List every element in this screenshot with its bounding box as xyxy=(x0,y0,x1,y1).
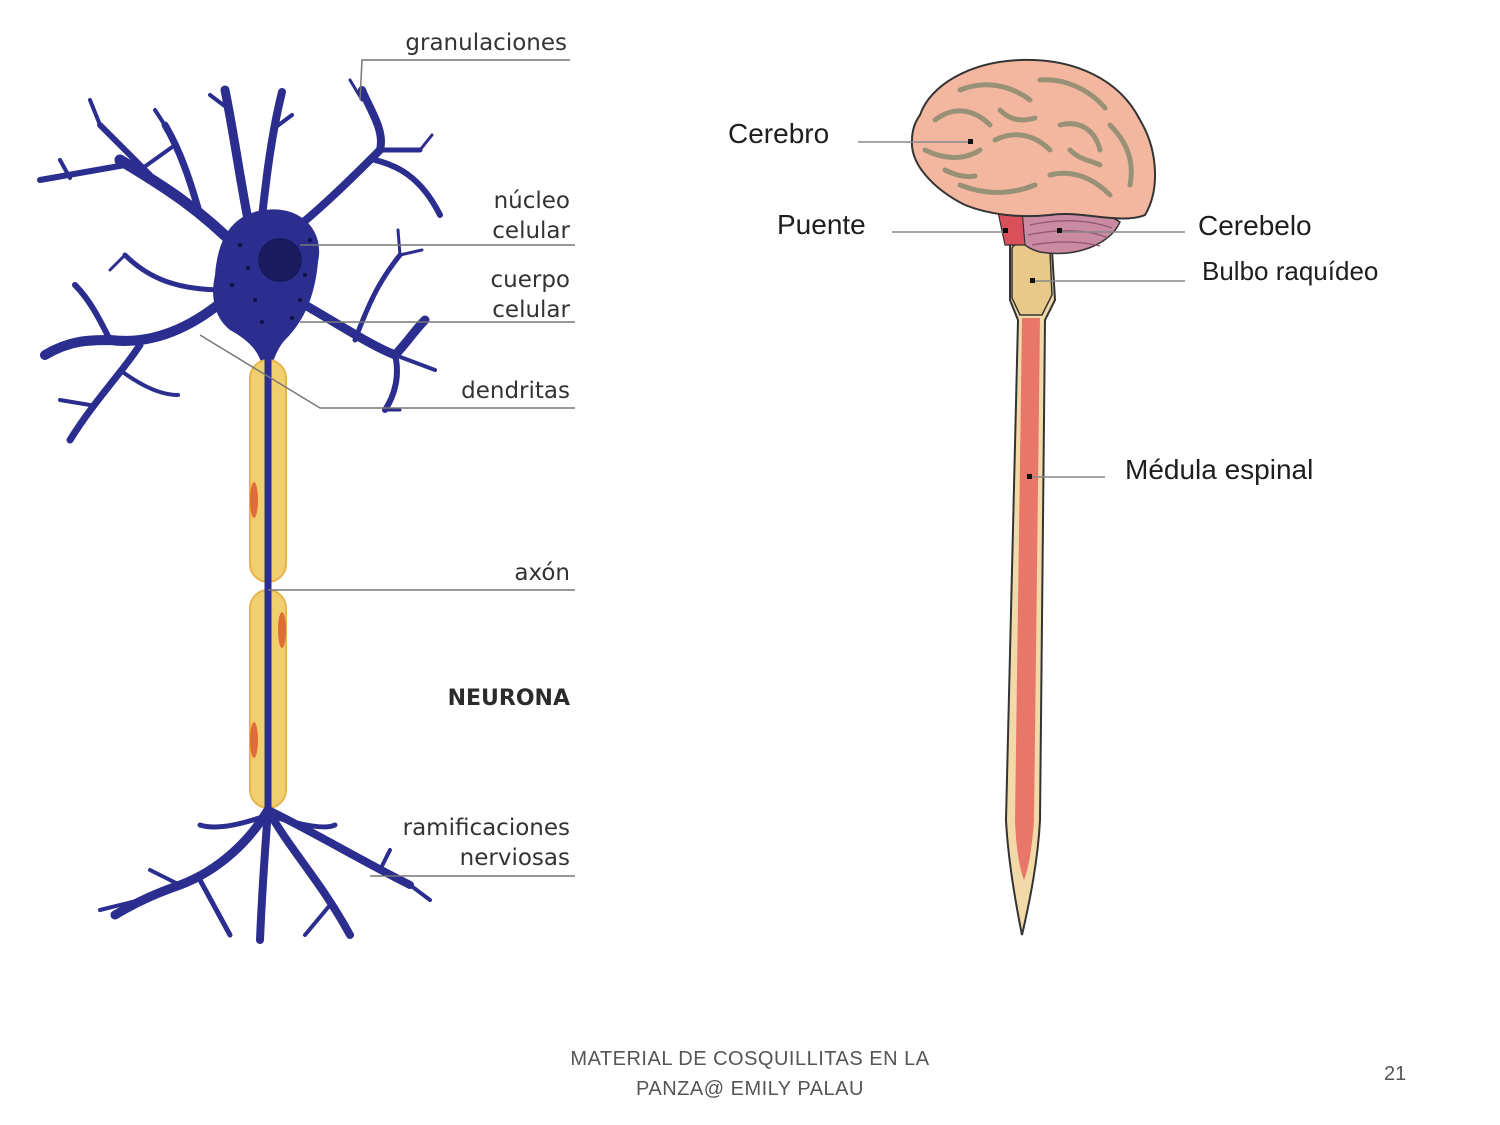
label-medula-espinal: Médula espinal xyxy=(1125,454,1314,485)
label-cuerpo-celular: cuerpo celular xyxy=(420,265,570,325)
label-cerebelo: Cerebelo xyxy=(1198,210,1312,241)
spinal-cord-inner xyxy=(1015,318,1040,880)
label-axon: axón xyxy=(514,560,570,586)
axon xyxy=(249,350,287,815)
footer-credit: MATERIAL DE COSQUILLITAS EN LA PANZA@ EM… xyxy=(520,1044,980,1104)
nucleus xyxy=(258,238,302,282)
footer-line2: PANZA@ EMILY PALAU xyxy=(636,1078,864,1100)
footer-line1: MATERIAL DE COSQUILLITAS EN LA xyxy=(570,1048,930,1070)
label-bulbo-raquideo: Bulbo raquídeo xyxy=(1202,256,1379,286)
label-nucleo-line2: celular xyxy=(492,218,570,244)
neuron-title: NEURONA xyxy=(447,686,570,711)
cell-body xyxy=(213,209,320,365)
label-dendritas: dendritas xyxy=(461,378,570,404)
label-ramificaciones-line2: nerviosas xyxy=(459,845,570,871)
label-nucleo-celular: núcleo celular xyxy=(420,186,570,246)
label-granulaciones: granulaciones xyxy=(405,30,567,56)
label-ramificaciones-line1: ramificaciones xyxy=(402,815,570,841)
label-cuerpo-line2: celular xyxy=(492,297,570,323)
neuron-diagram xyxy=(37,59,575,944)
granules xyxy=(230,238,312,324)
cerebrum-gyri xyxy=(922,77,1134,198)
nervous-system-diagram xyxy=(858,58,1185,936)
label-ramificaciones-nerviosas: ramificaciones nerviosas xyxy=(360,813,570,873)
page-number: 21 xyxy=(1384,1063,1407,1085)
cns-leader-lines xyxy=(858,141,1185,478)
cns-marker-dots xyxy=(968,139,1062,479)
label-nucleo-line1: núcleo xyxy=(493,188,570,214)
label-puente: Puente xyxy=(777,209,866,240)
cerebellum-folds xyxy=(1027,220,1113,247)
label-cuerpo-line1: cuerpo xyxy=(490,267,570,293)
label-cerebro: Cerebro xyxy=(728,118,830,149)
neuron-leader-lines xyxy=(199,59,575,877)
